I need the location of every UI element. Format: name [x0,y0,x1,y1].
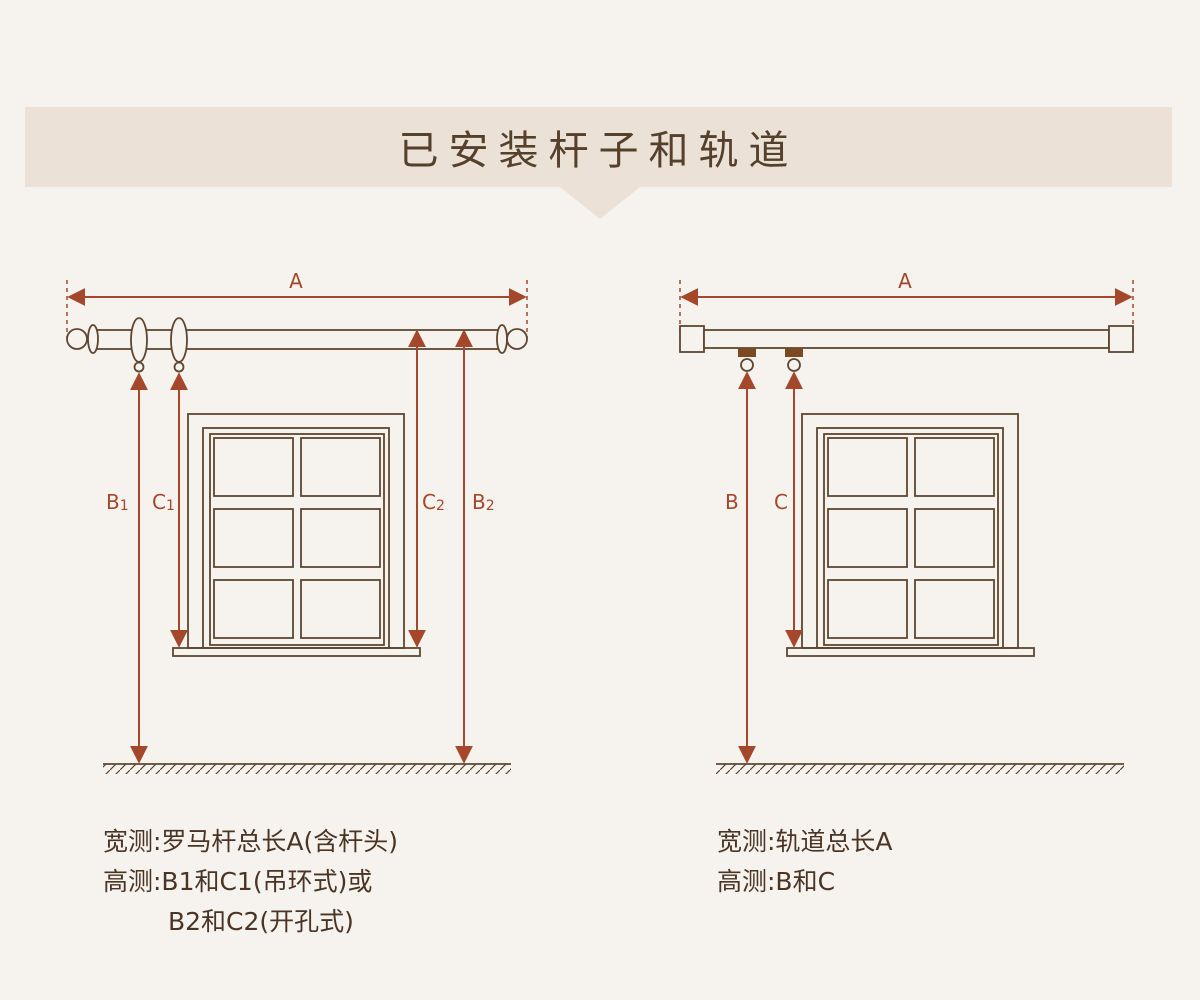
track-runners [738,348,803,372]
left-end-cap-icon [679,325,705,353]
left-floor [103,763,511,774]
right-floor [716,763,1124,774]
hook-icon [740,358,754,372]
right-caption-width: 宽测:轨道总长A [717,827,893,856]
left-caption-width: 宽测:罗马杆总长A(含杆头) [103,827,399,856]
label-b: B [725,490,739,514]
page-title: 已安装杆子和轨道 [398,128,799,174]
right-height-dimensions [738,371,803,764]
right-diagram: A [679,269,1134,774]
left-width-label: A [289,269,303,293]
label-c2: C2 [422,490,445,514]
left-window [172,413,421,657]
right-caption-height: 高测:B和C [717,867,836,896]
left-diagram: A [66,269,528,774]
right-finial-icon [506,328,528,350]
left-finial-icon [66,328,88,350]
right-end-cap-icon [1108,325,1134,353]
right-width-dimension: A [679,269,1134,338]
runner-icon [738,348,756,357]
banner-pointer [560,187,640,219]
label-c1: C1 [152,490,175,514]
left-width-dimension: A [66,269,528,338]
curtain-track [679,325,1134,353]
left-caption-height: 高测:B1和C1(吊环式)或 [103,867,373,896]
left-caption-height-alt: B2和C2(开孔式) [168,907,354,936]
ring-icon [170,317,188,363]
label-b1: B1 [106,490,129,514]
runner-icon [785,348,803,357]
roman-rod [66,317,528,373]
header-banner: 已安装杆子和轨道 [25,107,1172,187]
ring-icon [130,317,148,363]
hook-icon [173,361,185,373]
label-b2: B2 [472,490,495,514]
right-window [786,413,1035,657]
right-width-label: A [898,269,912,293]
label-c: C [774,490,788,514]
left-caption: 宽测:罗马杆总长A(含杆头) 高测:B1和C1(吊环式)或 B2和C2(开孔式) [103,822,398,942]
right-caption: 宽测:轨道总长A 高测:B和C [717,822,893,902]
hook-icon [787,358,801,372]
hook-icon [133,361,145,373]
left-height-dimensions [130,329,473,764]
